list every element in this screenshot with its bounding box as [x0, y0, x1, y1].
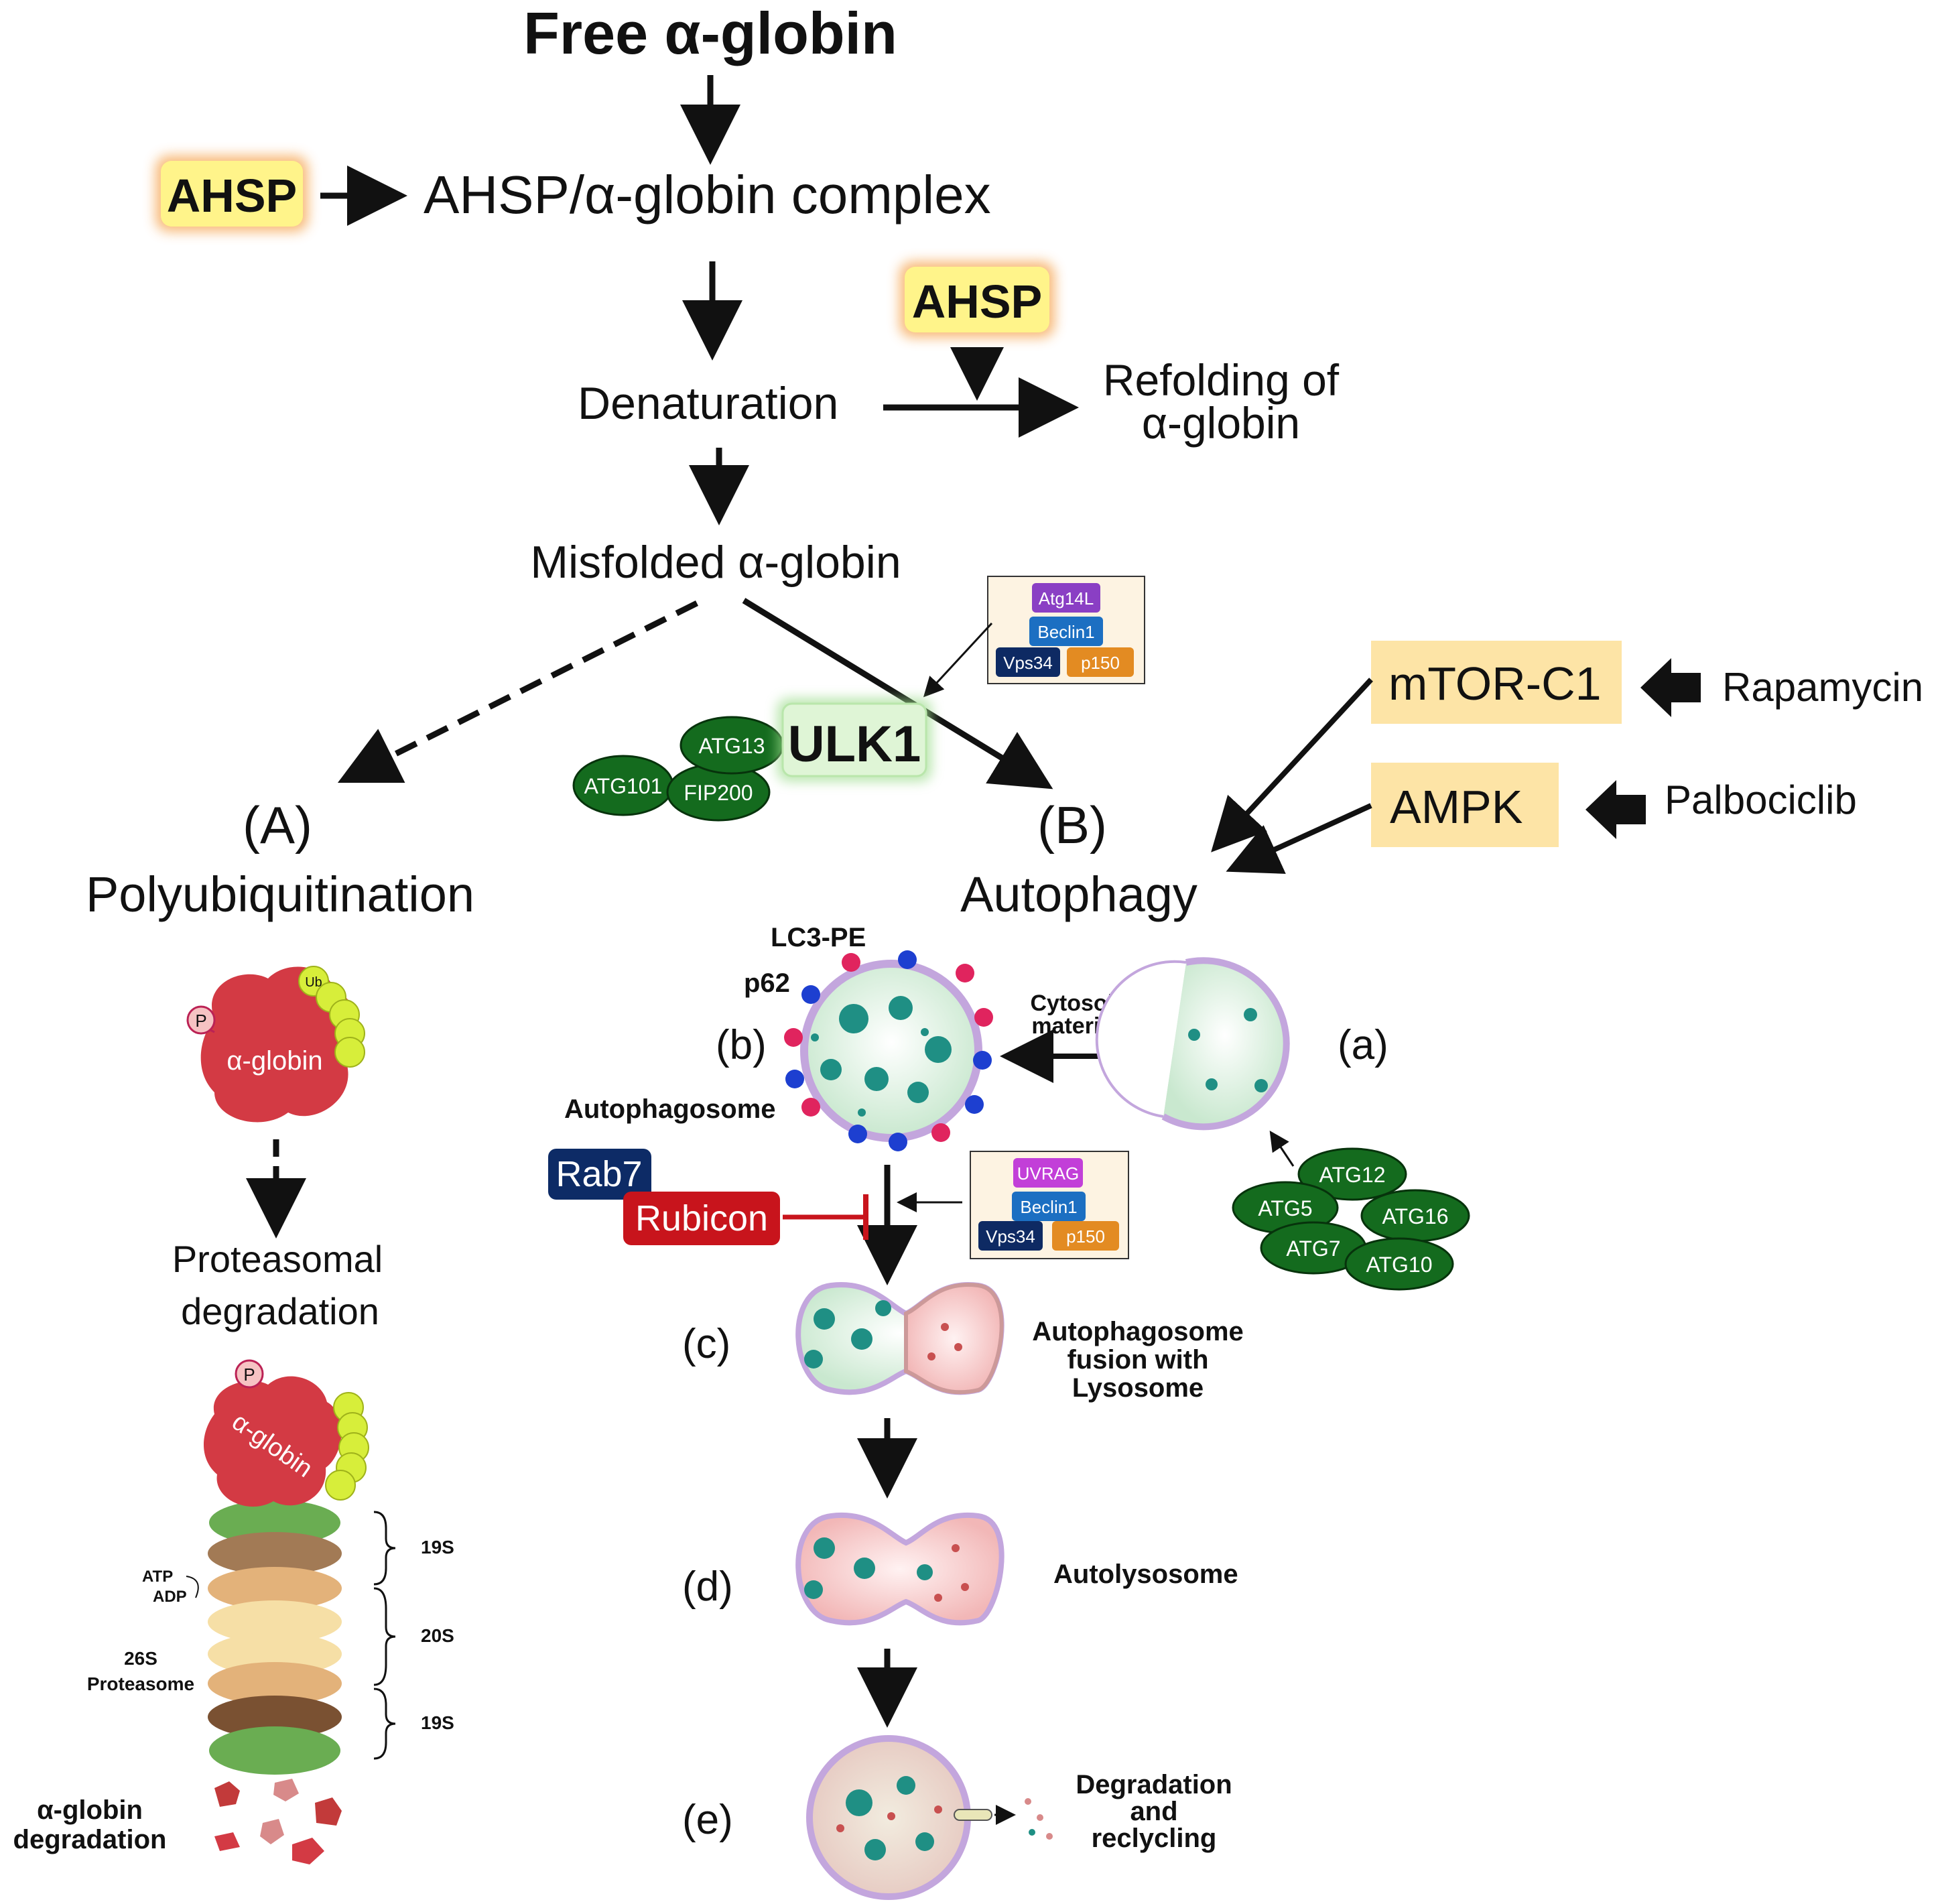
rab7-label: Rab7	[556, 1154, 642, 1194]
rubicon-box	[623, 1192, 780, 1245]
arrow-ampk-to-autophagy	[1226, 803, 1372, 874]
atg12-label: ATG12	[1319, 1163, 1386, 1187]
palbociclib-block-arrow	[1585, 780, 1646, 839]
phospho-label-proteasome: P	[243, 1364, 255, 1385]
fip200-label: FIP200	[684, 781, 753, 805]
ahsp-badge-right: AHSP	[899, 261, 1055, 338]
branch-b-label: Autophagy	[960, 867, 1197, 922]
fusion-line1: Autophagosome	[1032, 1317, 1244, 1346]
step-e-label: (e)	[682, 1797, 733, 1843]
refolding-line1: Refolding of	[1103, 355, 1340, 405]
ampk-box	[1371, 763, 1559, 847]
ahsp-badge-left: AHSP	[155, 155, 308, 232]
proteasomal-line1: Proteasomal	[172, 1238, 383, 1280]
ub-label-top: Ub	[305, 975, 322, 990]
step-d-label: (d)	[682, 1564, 733, 1610]
fusion-line3: Lysosome	[1072, 1373, 1204, 1403]
brace-19s-bottom	[373, 1688, 396, 1760]
atp-adp-arrow	[186, 1576, 199, 1598]
vps34-label-top: Vps34	[1003, 653, 1053, 673]
beclin1-label-top: Beclin1	[1037, 622, 1094, 642]
phospho-label-top: P	[195, 1011, 206, 1031]
arrow-vps34-to-ulk1	[923, 622, 993, 698]
brace-20s	[373, 1587, 396, 1686]
mtor-box	[1371, 641, 1622, 724]
atg-conjugation-complex: ATG12 ATG5 ATG16 ATG7 ATG10	[1232, 1147, 1470, 1291]
ahsp-label-right: AHSP	[912, 275, 1042, 328]
ubiquitinated-globin-top: P Ub α-globin	[186, 966, 365, 1123]
vps34-complex-top: Atg14L Beclin1 Vps34 p150	[987, 576, 1145, 684]
branch-a-label: Polyubiquitination	[86, 867, 474, 922]
arrow-mtor-to-autophagy	[1211, 678, 1373, 852]
uvrag-label: UVRAG	[1017, 1163, 1079, 1184]
proteasomal-line2: degradation	[181, 1290, 379, 1332]
beclin1-label-mid: Beclin1	[1020, 1197, 1077, 1217]
proteasome-26s-line2: Proteasome	[87, 1673, 194, 1694]
atg7-label: ATG7	[1286, 1236, 1340, 1261]
atg14l-label: Atg14L	[1039, 588, 1094, 609]
palbociclib-label: Palbociclib	[1665, 777, 1857, 822]
lc3-label: LC3-PE	[771, 923, 866, 952]
label-19s-top: 19S	[421, 1537, 454, 1558]
autophagosome-label: Autophagosome	[564, 1094, 776, 1124]
ulk1-complex: ATG101 FIP200 ATG13 ULK1	[572, 698, 931, 822]
atg16-label: ATG16	[1382, 1204, 1449, 1228]
complex-label: AHSP/α-globin complex	[424, 165, 991, 225]
p62-label: p62	[744, 968, 790, 998]
autolysosome-vesicle	[795, 1512, 1005, 1626]
p150-label-mid: p150	[1066, 1226, 1105, 1247]
globin-fragments	[214, 1779, 342, 1864]
atg5-label: ATG5	[1258, 1196, 1312, 1220]
rapamycin-block-arrow	[1640, 658, 1701, 717]
arrow-to-autophagy	[742, 598, 1053, 789]
atg10-label: ATG10	[1366, 1253, 1433, 1277]
proteasome-26s-line1: 26S	[124, 1648, 157, 1669]
refolding-line2: α-globin	[1142, 398, 1300, 448]
ampk-label: AMPK	[1390, 781, 1523, 833]
brace-19s-top	[373, 1511, 396, 1586]
globin-degradation-line2: degradation	[13, 1825, 167, 1854]
branch-b-letter: (B)	[1037, 796, 1107, 854]
misfolded-label: Misfolded α-globin	[530, 537, 901, 588]
step-b-label: (b)	[716, 1022, 767, 1068]
degradation-line1: Degradation	[1076, 1770, 1232, 1799]
alpha-globin-label-top: α-globin	[226, 1046, 322, 1076]
atg101-label: ATG101	[584, 774, 663, 798]
globin-degradation-line1: α-globin	[37, 1795, 143, 1825]
fusion-vesicle	[795, 1281, 1005, 1395]
fusion-line2: fusion with	[1067, 1345, 1208, 1375]
degradation-line2: and	[1130, 1797, 1177, 1826]
autolysosome-label: Autolysosome	[1053, 1560, 1238, 1589]
denaturation-label: Denaturation	[578, 378, 838, 429]
vps34-label-mid: Vps34	[986, 1226, 1035, 1247]
proteasome-stack	[208, 1500, 342, 1775]
mtor-label: mTOR-C1	[1388, 657, 1602, 710]
adp-label: ADP	[153, 1588, 187, 1606]
rab7-box	[548, 1149, 651, 1200]
title-free-alpha-globin: Free α-globin	[523, 0, 897, 66]
phagophore	[1095, 957, 1290, 1131]
rubicon-label: Rubicon	[635, 1198, 768, 1239]
autophagosome-vesicle	[784, 950, 993, 1151]
ubiquitinated-globin-on-proteasome: P α-globin	[204, 1359, 369, 1507]
arrow-atg-to-phagophore	[1269, 1131, 1295, 1167]
ulk1-label: ULK1	[788, 716, 921, 773]
atg13-label: ATG13	[699, 734, 765, 758]
p150-label-top: p150	[1081, 653, 1120, 673]
label-19s-bottom: 19S	[421, 1712, 454, 1733]
degradation-line3: reclycling	[1092, 1824, 1217, 1853]
step-c-label: (c)	[682, 1321, 730, 1367]
atp-label: ATP	[142, 1568, 173, 1586]
vps34-complex-mid: UVRAG Beclin1 Vps34 p150	[970, 1151, 1129, 1259]
ahsp-label-left: AHSP	[167, 170, 297, 222]
step-a-label: (a)	[1338, 1022, 1388, 1068]
branch-a-letter: (A)	[243, 796, 312, 854]
rapamycin-label: Rapamycin	[1722, 665, 1923, 710]
degradation-vesicle	[806, 1735, 1053, 1900]
label-20s: 20S	[421, 1625, 454, 1646]
dashed-arrow-to-polyubiquitination	[337, 600, 699, 783]
